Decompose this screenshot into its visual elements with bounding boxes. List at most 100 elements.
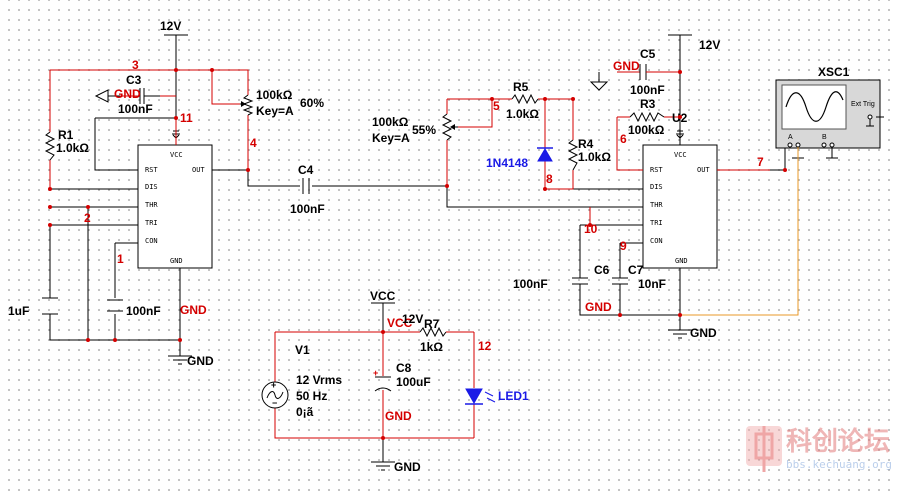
potentiometer-1[interactable]: 100kΩ Key=A 60% xyxy=(240,88,324,118)
timer-right-pin-thr: THR xyxy=(650,201,663,209)
led1-label: LED1 xyxy=(498,389,529,403)
v1-label: V1 xyxy=(295,343,310,357)
capacitor-1uf[interactable]: 1uF xyxy=(8,297,58,318)
r7-label: R7 xyxy=(424,317,440,331)
c6-value: 100nF xyxy=(513,277,548,291)
junction-dots xyxy=(48,68,787,440)
net-4: 4 xyxy=(250,136,257,150)
watermark: 科创论坛 bbs.kechuang.org xyxy=(746,426,892,472)
r1-value: 1.0kΩ xyxy=(56,141,89,155)
svg-text:−: − xyxy=(272,398,277,408)
capacitor-c6[interactable]: C6 100nF xyxy=(513,263,610,291)
timer-left[interactable]: VCC RST DIS THR TRI CON OUT GND xyxy=(137,144,213,269)
r5-value: 1.0kΩ xyxy=(506,107,539,121)
timer-right-body xyxy=(642,144,718,269)
gnd-label-7: GND xyxy=(385,409,412,423)
oscilloscope-xsc1[interactable]: XSC1 Ext Trig A B xyxy=(775,65,884,159)
xsc1-channel-b: B xyxy=(822,134,827,141)
c4-value: 100nF xyxy=(290,202,325,216)
timer-left-body xyxy=(137,144,213,269)
c3-label: C3 xyxy=(126,73,142,87)
net-10: 10 xyxy=(584,222,598,236)
gnd-symbol-right: GND GND xyxy=(585,300,717,340)
timer-left-pin-vcc: VCC xyxy=(170,151,183,159)
r1-label: R1 xyxy=(58,128,74,142)
svg-text:+: + xyxy=(271,380,276,390)
vcc-12v-label: 12V xyxy=(402,312,423,326)
c4-label: C4 xyxy=(298,163,314,177)
timer-right-pin-tri: TRI xyxy=(650,219,663,227)
resistor-r1[interactable]: R1 1.0kΩ xyxy=(44,128,89,161)
r4-label: R4 xyxy=(578,137,594,151)
c7-label: C7 xyxy=(628,263,644,277)
gnd-label-1: GND xyxy=(114,87,141,101)
c7-value: 10nF xyxy=(638,277,666,291)
capacitor-c7[interactable]: C7 10nF xyxy=(612,263,666,291)
r4-value: 1.0kΩ xyxy=(578,150,611,164)
pot2-key: Key=A xyxy=(372,131,410,145)
pot2-value: 100kΩ xyxy=(372,115,409,129)
c3-value: 100nF xyxy=(118,102,153,116)
net-5: 5 xyxy=(493,99,500,113)
r5-label: R5 xyxy=(513,80,529,94)
net-11: 11 xyxy=(180,111,193,125)
timer-right-pin-out: OUT xyxy=(697,166,710,174)
timer-right-pin-con: CON xyxy=(650,237,663,245)
timer-left-pin-tri: TRI xyxy=(145,219,158,227)
xsc1-waveform xyxy=(785,91,844,122)
resistor-r5[interactable]: R5 1.0kΩ xyxy=(506,80,539,121)
led-led1[interactable]: LED1 xyxy=(465,388,529,405)
svg-text:+: + xyxy=(373,368,378,378)
supply-12v-left-label: 12V xyxy=(160,19,181,33)
scope-probe-wire xyxy=(682,147,799,316)
potentiometer-2[interactable]: 100kΩ 55% Key=A xyxy=(372,113,458,145)
diode-1n4148[interactable]: 1N4148 xyxy=(486,147,553,170)
timer-right[interactable]: VCC RST DIS THR TRI CON OUT GND xyxy=(642,144,718,269)
net-9: 9 xyxy=(620,239,627,253)
gnd-label-5: GND xyxy=(690,326,717,340)
r3-label: R3 xyxy=(640,97,656,111)
r3-value: 100kΩ xyxy=(628,123,665,137)
xsc1-ext-trig: Ext Trig xyxy=(851,101,875,108)
gnd-arrow-left: GND xyxy=(94,87,141,103)
resistor-r4[interactable]: R4 1.0kΩ xyxy=(567,137,611,171)
c-left-100nf-value: 100nF xyxy=(126,304,161,318)
timer-left-pin-rst: RST xyxy=(145,166,158,174)
capacitor-c3[interactable]: C3 100nF xyxy=(118,73,160,116)
timer-right-pin-dis: DIS xyxy=(650,183,663,191)
capacitor-c5[interactable]: C5 100nF GND xyxy=(613,47,665,97)
xsc1-channel-a: A xyxy=(788,134,793,141)
resistor-r3[interactable]: R3 100kΩ U2 xyxy=(628,97,688,137)
capacitor-c8[interactable]: + C8 100uF GND xyxy=(373,361,431,423)
capacitor-100nf-left[interactable]: 100nF xyxy=(107,299,161,318)
pot1-percent: 60% xyxy=(300,96,324,110)
c8-label: C8 xyxy=(396,361,412,375)
c5-label: C5 xyxy=(640,47,656,61)
right-red-wires xyxy=(446,71,770,225)
net-12: 12 xyxy=(478,339,492,353)
timer-right-pin-gnd: GND xyxy=(675,257,688,265)
net-7: 7 xyxy=(757,155,764,169)
resistor-r7[interactable]: R7 1kΩ 12 xyxy=(419,317,492,354)
pot2-percent: 55% xyxy=(412,123,436,137)
c-1uf-value: 1uF xyxy=(8,304,29,318)
supply-12v-right: 12V xyxy=(668,34,720,52)
gnd-label-6: GND xyxy=(585,300,612,314)
capacitor-c4[interactable]: C4 100nF xyxy=(290,163,325,216)
net-3: 3 xyxy=(132,58,139,72)
watermark-title: 科创论坛 xyxy=(786,427,890,457)
net-8: 8 xyxy=(546,172,553,186)
gnd-label-3: GND xyxy=(180,303,207,317)
timer-left-pin-con: CON xyxy=(145,237,158,245)
ac-source-v1[interactable]: + − V1 12 Vrms 50 Hz 0¡ã xyxy=(261,343,342,419)
pot1-value: 100kΩ xyxy=(256,88,293,102)
d1-label: 1N4148 xyxy=(486,156,528,170)
net-6: 6 xyxy=(620,132,627,146)
supply-vcc: VCC VCC 12V xyxy=(370,289,423,330)
gnd-label-4: GND xyxy=(613,59,640,73)
v1-phase: 0¡ã xyxy=(296,405,314,419)
timer-right-pin-vcc: VCC xyxy=(674,151,687,159)
v1-frequency: 50 Hz xyxy=(296,389,327,403)
vcc-top-label: VCC xyxy=(370,289,396,303)
